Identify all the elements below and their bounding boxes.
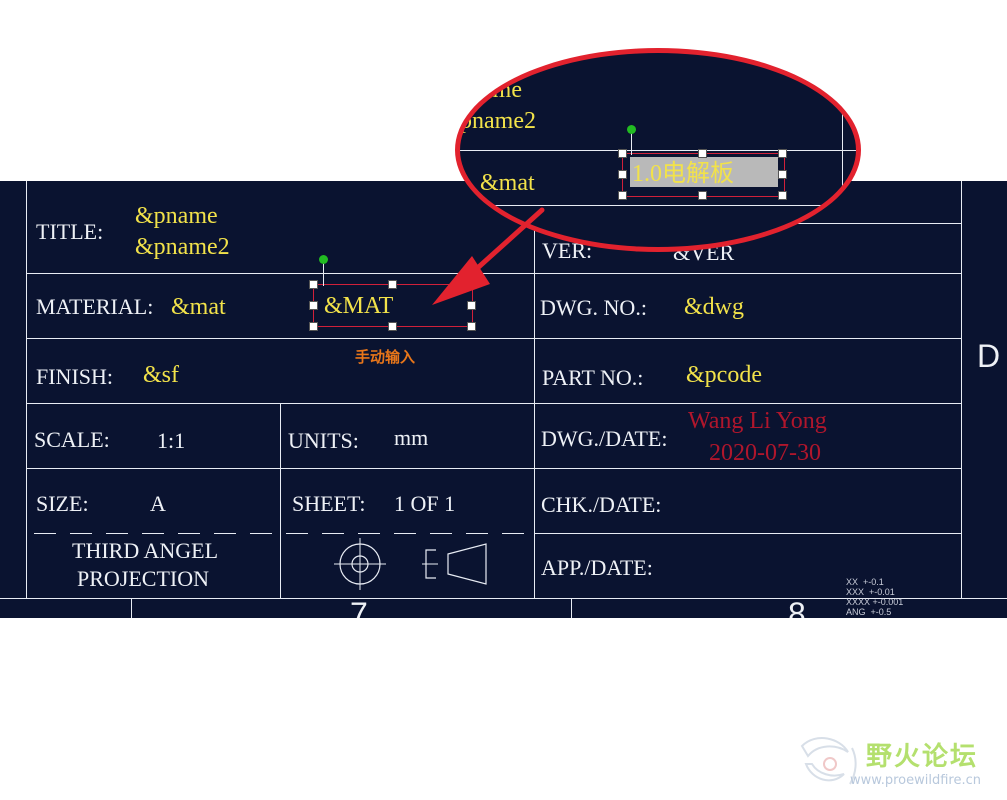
resize-handle[interactable] [309, 322, 318, 331]
scale-value: 1:1 [157, 428, 186, 453]
projection-line2: PROJECTION [77, 566, 210, 591]
callout-column-line [842, 53, 843, 247]
callout-selected-value[interactable]: 1.0电解板 [632, 161, 734, 187]
row-line [26, 338, 962, 339]
rotate-handle [627, 125, 636, 134]
material-label: MATERIAL: [36, 294, 154, 319]
drawer-date[interactable]: 2020-07-30 [709, 440, 821, 466]
zone-number: 8 [788, 596, 806, 618]
rotate-handle-line [631, 133, 632, 155]
row-line [26, 468, 962, 469]
projection-symbol-icon [334, 538, 487, 590]
resize-handle[interactable] [309, 280, 318, 289]
zone-number: 7 [350, 596, 368, 618]
title-label: TITLE: [36, 219, 104, 244]
resize-handle[interactable] [309, 301, 318, 310]
dashed-line [34, 533, 534, 534]
resize-handle[interactable] [467, 280, 476, 289]
frame-right-line [961, 181, 962, 598]
callout-pname: ame [482, 77, 522, 103]
tolerance-row: XXXX +-0.001 [846, 597, 904, 607]
units-label: UNITS: [288, 428, 359, 453]
resize-handle[interactable] [388, 280, 397, 289]
callout-partial-v: V [848, 111, 856, 137]
callout-pname2: pname2 [460, 108, 536, 134]
sheet-label: SHEET: [292, 491, 366, 516]
mat-param[interactable]: &mat [171, 294, 226, 320]
units-value: mm [394, 425, 429, 450]
resize-handle [698, 191, 707, 200]
column-line [280, 403, 281, 598]
scale-label: SCALE: [34, 427, 110, 452]
size-label: SIZE: [36, 491, 89, 516]
resize-handle [618, 149, 627, 158]
zone-tick [131, 598, 132, 618]
resize-handle [618, 170, 627, 179]
part-no-label: PART NO.: [542, 365, 644, 390]
frame-left-line [26, 181, 27, 598]
row-line [534, 533, 962, 534]
resize-handle[interactable] [467, 301, 476, 310]
resize-handle [778, 170, 787, 179]
mat-box-value[interactable]: &MAT [324, 293, 394, 319]
rotate-handle[interactable] [319, 255, 328, 264]
rotate-handle-line [323, 263, 324, 286]
frame-bottom-line [0, 598, 1007, 599]
resize-handle [778, 149, 787, 158]
row-line [26, 273, 962, 274]
zone-tick [571, 598, 572, 618]
resize-handle [698, 149, 707, 158]
pcode-param[interactable]: &pcode [686, 362, 762, 388]
tolerance-row: XX +-0.1 [846, 577, 884, 587]
sheet-value: 1 OF 1 [394, 491, 456, 516]
dwg-param[interactable]: &dwg [684, 294, 744, 320]
row-line [26, 403, 962, 404]
drawer-name[interactable]: Wang Li Yong [688, 408, 827, 434]
resize-handle[interactable] [388, 322, 397, 331]
title-block-center-line [534, 181, 535, 598]
callout-row-line [460, 150, 856, 151]
pname2-param[interactable]: &pname2 [135, 234, 230, 260]
resize-handle[interactable] [467, 322, 476, 331]
proewildfire-logo-icon [800, 737, 857, 785]
chk-date-label: CHK./DATE: [541, 492, 662, 517]
sf-param[interactable]: &sf [143, 362, 179, 388]
size-value: A [150, 491, 166, 516]
tolerance-row: XXX +-0.01 [846, 587, 895, 597]
tolerance-table: XX +-0.1 XXX +-0.01 XXXX +-0.001 ANG +-0… [846, 577, 903, 617]
watermark-title: 野火论坛 [866, 742, 979, 772]
drawing-canvas[interactable]: TITLE: &pname &pname2 MATERIAL: &mat &MA… [0, 181, 1007, 618]
tolerance-row: ANG +-0.5 [846, 607, 892, 617]
callout-row-line [460, 205, 856, 206]
pname-param[interactable]: &pname [135, 203, 218, 229]
app-date-label: APP./DATE: [541, 555, 653, 580]
callout-mat: &mat [480, 170, 535, 196]
finish-label: FINISH: [36, 364, 114, 389]
resize-handle [618, 191, 627, 200]
watermark-url: www.proewildfire.cn [850, 773, 981, 788]
resize-handle [778, 191, 787, 200]
zoom-callout: ame pname2 &mat V 1.0电解板 [455, 48, 861, 252]
annotation-note: 手动输入 [355, 348, 416, 366]
dwg-no-label: DWG. NO.: [540, 295, 647, 320]
projection-line1: THIRD ANGEL [72, 538, 219, 563]
text-selection-highlight [630, 157, 778, 187]
zone-letter: D [977, 338, 1001, 374]
dwg-date-label: DWG./DATE: [541, 426, 668, 451]
